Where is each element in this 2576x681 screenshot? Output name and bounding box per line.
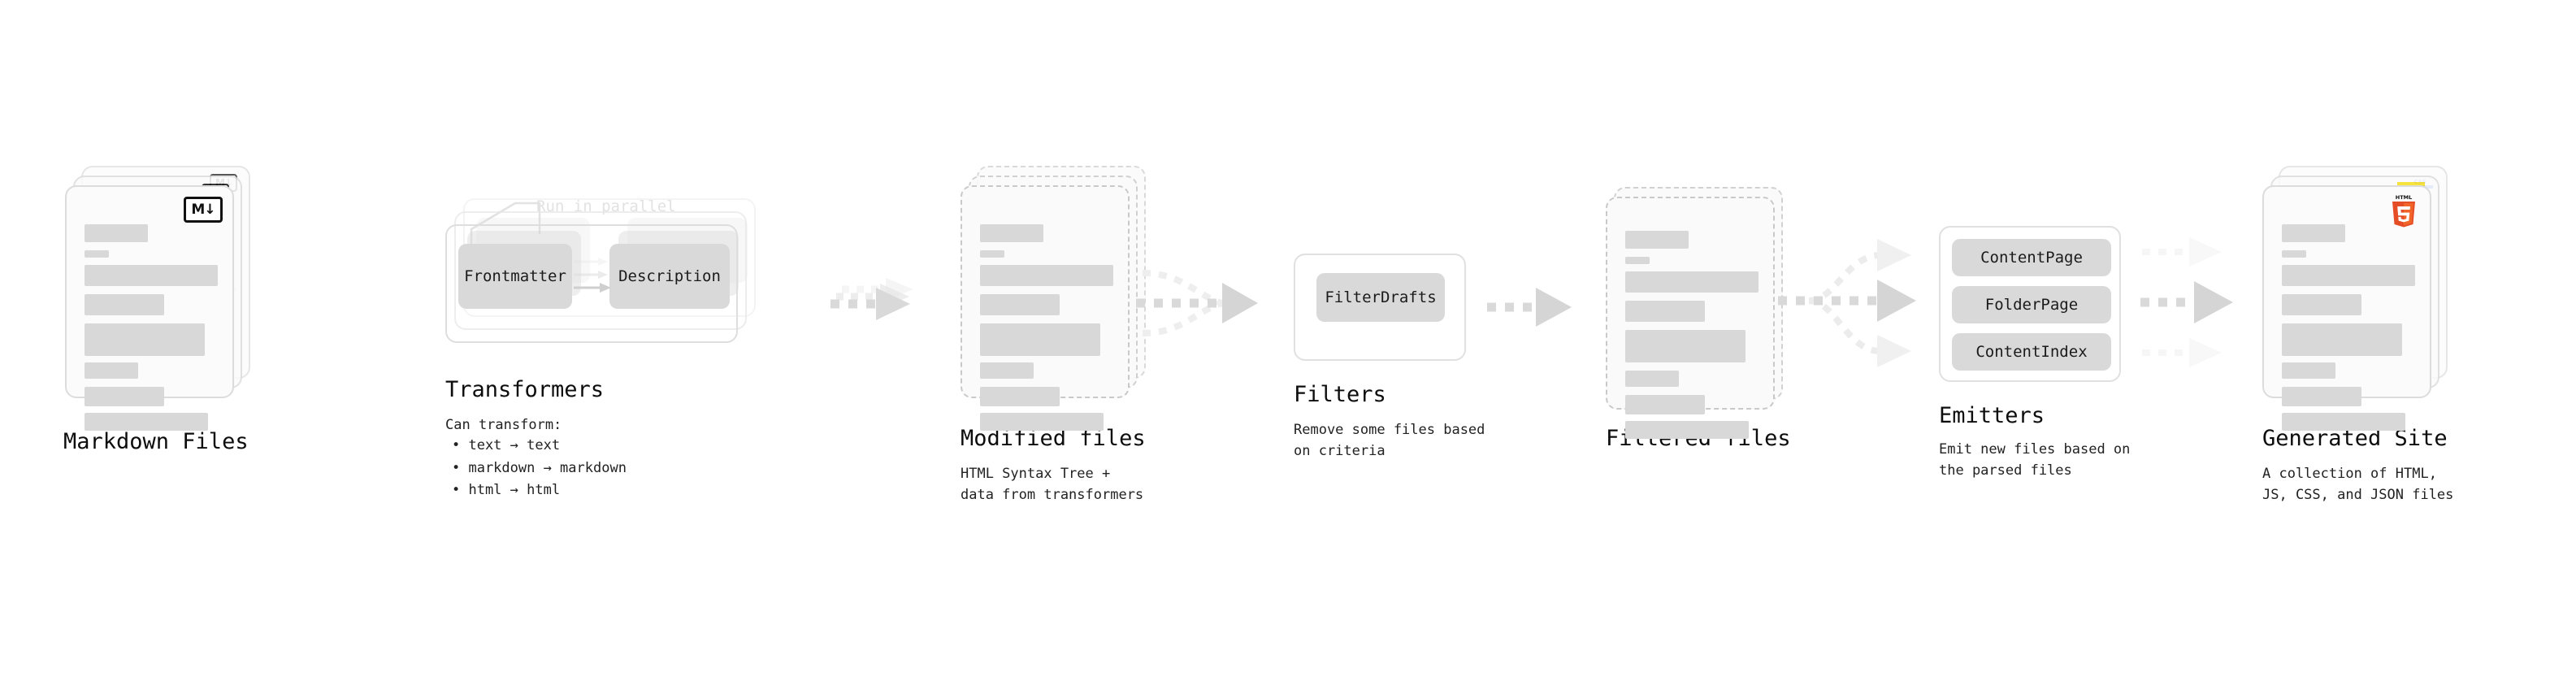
transformer-chip-description[interactable]: Description bbox=[609, 244, 730, 309]
arrow-filtered-to-emitters bbox=[1778, 239, 1916, 367]
transformer-layer-front: Frontmatter Description bbox=[445, 224, 738, 343]
transformers-bullet-0: • text → text bbox=[452, 437, 561, 453]
filtered-card-front bbox=[1606, 197, 1775, 439]
run-in-parallel-bracket bbox=[470, 202, 541, 258]
arrow-filters-to-filtered bbox=[1487, 288, 1572, 327]
generated-card-front: HTML bbox=[2262, 185, 2431, 431]
modified-files-subtitle: HTML Syntax Tree + data from transformer… bbox=[961, 466, 1144, 504]
run-in-parallel-label: Run in parallel bbox=[536, 197, 676, 215]
arrow-transformers-to-modified bbox=[830, 278, 913, 320]
filters-box: FilterDrafts bbox=[1294, 254, 1466, 361]
filter-chip-filterdrafts[interactable]: FilterDrafts bbox=[1316, 273, 1445, 322]
arrow-modified-to-filters bbox=[1136, 270, 1258, 336]
markdown-badge-icon: M↓ bbox=[184, 197, 223, 223]
transformers-bullet-2: • html → html bbox=[452, 482, 561, 498]
transformers-bullet-1: • markdown → markdown bbox=[452, 460, 627, 476]
filters-title: Filters bbox=[1294, 382, 1386, 407]
transformers-subtitle: Can transform: bbox=[445, 417, 562, 433]
transformer-inner-arrows bbox=[574, 258, 611, 293]
emitters-box: ContentPage FolderPage ContentIndex bbox=[1939, 226, 2121, 382]
markdown-card-front: M↓ bbox=[65, 185, 234, 431]
generated-site-subtitle: A collection of HTML, JS, CSS, and JSON … bbox=[2262, 466, 2454, 504]
transformer-chip-frontmatter[interactable]: Frontmatter bbox=[458, 244, 572, 309]
html5-badge-icon: HTML bbox=[2392, 194, 2415, 228]
transformers-title: Transformers bbox=[445, 377, 605, 402]
emitter-chip-contentpage[interactable]: ContentPage bbox=[1952, 239, 2111, 276]
emitter-chip-contentindex[interactable]: ContentIndex bbox=[1952, 333, 2111, 371]
emitters-title: Emitters bbox=[1939, 403, 2045, 428]
markdown-files-title: Markdown Files bbox=[63, 429, 249, 454]
svg-text:HTML: HTML bbox=[2396, 194, 2412, 201]
modified-card-front bbox=[961, 185, 1130, 431]
emitter-chip-folderpage[interactable]: FolderPage bbox=[1952, 286, 2111, 323]
arrow-emitters-to-site bbox=[2140, 237, 2233, 367]
emitters-subtitle: Emit new files based on the parsed files bbox=[1939, 441, 2131, 479]
filters-subtitle: Remove some files based on criteria bbox=[1294, 422, 1485, 460]
